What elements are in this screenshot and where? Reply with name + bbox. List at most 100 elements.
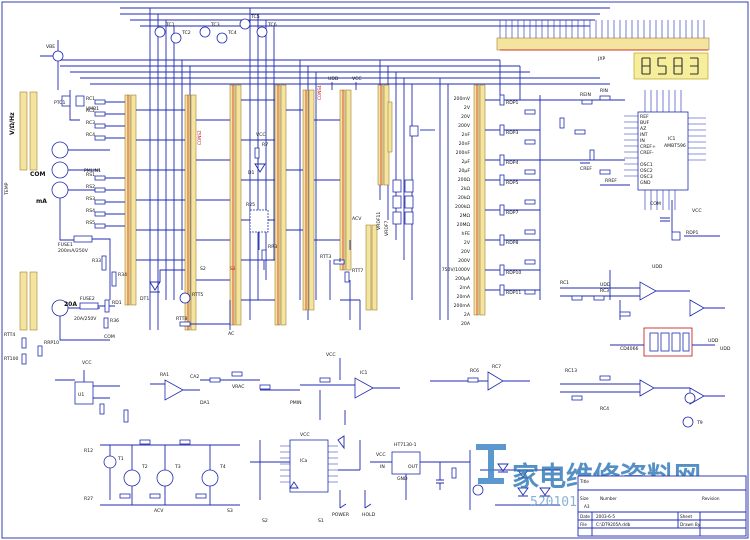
svg-text:RR3: RR3 (268, 244, 277, 250)
svg-text:200mV: 200mV (454, 96, 471, 102)
svg-text:T1: T1 (117, 456, 124, 462)
svg-text:S2: S2 (262, 518, 268, 524)
svg-text:RC3: RC3 (600, 288, 609, 294)
svg-text:AC: AC (228, 331, 234, 337)
lcd-connector: JXP (496, 20, 710, 62)
svg-text:R34: R34 (118, 272, 127, 278)
jack-20a-label: 20A (64, 301, 77, 308)
svg-text:20MΩ: 20MΩ (457, 222, 471, 228)
svg-text:CONS4: CONS4 (317, 85, 322, 100)
svg-text:OSC3: OSC3 (640, 174, 653, 180)
lcd-ref: JXP (597, 56, 606, 62)
svg-text:CREF: CREF (580, 166, 592, 172)
svg-text:200mA: 200mA (454, 303, 471, 309)
transistor-tc1 (154, 26, 166, 38)
svg-text:S1: S1 (318, 518, 324, 524)
svg-text:2MΩ: 2MΩ (460, 213, 471, 219)
ic-pin-labels: REF BUF AZ INT IN CREF+ CREF- OSC1 OSC2 … (640, 114, 656, 186)
svg-text:RC6: RC6 (470, 368, 479, 374)
svg-text:S3: S3 (227, 508, 233, 514)
svg-text:DT1: DT1 (140, 296, 149, 302)
svg-text:ACV: ACV (352, 216, 362, 222)
power-ic (289, 439, 329, 493)
svg-text:RDP10: RDP10 (506, 270, 521, 276)
tb-date: Date (580, 514, 590, 519)
svg-text:T4: T4 (219, 464, 226, 470)
jack-ma-label: mA (36, 198, 47, 205)
svg-text:RREF: RREF (605, 178, 617, 184)
svg-text:UDD: UDD (652, 264, 663, 270)
svg-text:D1: D1 (248, 170, 255, 176)
switch-strips: CONS2 CONS4 S3 S2 PMLIN1 (84, 84, 486, 331)
svg-text:RDP8: RDP8 (506, 240, 518, 246)
range-labels: 200mV 2V 20V 200V 2nF 20nF 200nF 2μF 20μ… (442, 96, 471, 327)
svg-text:TC4: TC4 (227, 30, 237, 36)
svg-text:750V/1000V: 750V/1000V (442, 267, 471, 273)
svg-text:20A: 20A (461, 321, 471, 327)
fuse2-label: FUSE2 (80, 296, 95, 302)
svg-text:VCC: VCC (376, 452, 386, 458)
svg-text:RRP10: RRP10 (44, 340, 59, 346)
svg-text:R33: R33 (92, 258, 101, 264)
tb-revision: Revision (702, 496, 720, 501)
transistor-t3 (156, 469, 174, 487)
svg-text:RC1: RC1 (86, 96, 95, 102)
svg-text:RTT7: RTT7 (352, 268, 363, 274)
svg-text:RTT8: RTT8 (176, 316, 187, 322)
svg-text:RC1: RC1 (560, 280, 569, 286)
svg-text:200μA: 200μA (455, 276, 471, 282)
svg-text:R12: R12 (84, 448, 93, 454)
svg-text:20V: 20V (461, 249, 471, 255)
svg-text:RC13: RC13 (565, 368, 577, 374)
svg-text:RDP1: RDP1 (506, 100, 518, 106)
svg-text:UDD: UDD (600, 282, 611, 288)
svg-text:2V: 2V (464, 240, 471, 246)
fuse2-icon (79, 302, 99, 310)
svg-text:PMLIN1: PMLIN1 (84, 168, 101, 174)
svg-text:CREF+: CREF+ (640, 144, 656, 150)
svg-text:T2: T2 (141, 464, 148, 470)
svg-text:RTT5: RTT5 (192, 292, 203, 298)
svg-text:R36: R36 (110, 318, 119, 324)
svg-text:RIN: RIN (600, 88, 608, 94)
svg-text:RS1: RS1 (86, 172, 95, 178)
svg-text:RC4: RC4 (86, 132, 95, 138)
svg-text:R27: R27 (84, 496, 93, 502)
svg-text:200V: 200V (458, 123, 471, 129)
fuse1-rating: 200mA/250V (58, 248, 89, 254)
svg-text:R7: R7 (262, 142, 268, 148)
svg-text:OSC2: OSC2 (640, 168, 653, 174)
transistor-t2 (123, 469, 141, 487)
svg-text:VCC: VCC (326, 352, 336, 358)
svg-text:UDD: UDD (328, 76, 339, 82)
tb-size-val: A3 (584, 504, 590, 509)
svg-text:RDP3: RDP3 (506, 130, 518, 136)
svg-text:RC4: RC4 (600, 406, 609, 412)
svg-text:RTT4: RTT4 (4, 332, 15, 338)
svg-text:20nF: 20nF (459, 141, 471, 147)
jack-com-icon (51, 161, 69, 179)
svg-text:20mA: 20mA (457, 294, 471, 300)
svg-text:IN: IN (640, 138, 645, 144)
tb-number: Number (600, 496, 617, 501)
svg-text:RDP7: RDP7 (506, 210, 518, 216)
top-bus (60, 7, 610, 330)
fuse2-rating: 20A/250V (74, 316, 97, 322)
title-block: Title Size A3 Number Revision Date 2003-… (577, 475, 747, 537)
svg-text:U1: U1 (78, 392, 84, 398)
svg-text:VRAC: VRAC (232, 384, 244, 390)
cd4066-block: CD4066 UDD (610, 327, 719, 357)
svg-text:AZ: AZ (640, 126, 646, 132)
net-flags: UDD VCC VCC UDD UDD UDD (328, 76, 731, 352)
svg-text:2mA: 2mA (459, 285, 470, 291)
svg-text:RA1: RA1 (160, 372, 169, 378)
jack-ma-icon (51, 181, 69, 199)
transistor-tc4 (216, 32, 228, 44)
svg-text:RDP5: RDP5 (506, 180, 518, 186)
svg-text:200Ω: 200Ω (458, 177, 471, 183)
jack-com-label: COM (30, 171, 46, 178)
